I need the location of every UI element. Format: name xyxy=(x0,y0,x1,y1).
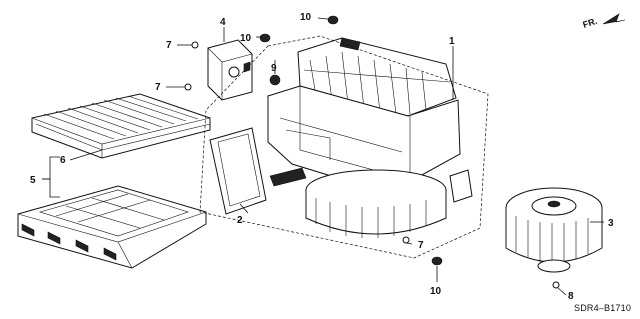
callout-10-left: 10 xyxy=(240,33,252,44)
direction-label: FR. xyxy=(582,16,599,30)
callout-labels: 4 7 7 10 10 9 1 6 5 2 7 10 3 8 xyxy=(30,12,614,302)
callout-6: 6 xyxy=(60,155,66,166)
assembly-boundary xyxy=(199,35,489,259)
blower-motor xyxy=(505,187,603,273)
callout-1: 1 xyxy=(449,36,455,47)
seal-gasket xyxy=(209,127,267,215)
callout-5: 5 xyxy=(30,175,36,186)
callout-8: 8 xyxy=(568,291,574,302)
callout-7-bottom: 7 xyxy=(418,240,424,251)
callout-9: 9 xyxy=(271,63,277,74)
callout-2: 2 xyxy=(237,215,243,226)
callout-10-top: 10 xyxy=(300,12,312,23)
callout-10-bottom: 10 xyxy=(430,286,442,297)
air-filter-element xyxy=(31,93,211,159)
blower-housing-assembly xyxy=(267,37,473,238)
diagram-code: SDR4–B1710 xyxy=(574,303,631,313)
callout-7-top: 7 xyxy=(166,40,172,51)
filter-case xyxy=(17,185,207,269)
control-unit xyxy=(207,39,253,101)
front-direction-indicator: FR. xyxy=(582,13,626,30)
callout-3: 3 xyxy=(608,218,614,229)
leader-lines xyxy=(42,17,604,296)
callout-7-left: 7 xyxy=(155,82,161,93)
direction-arrow-icon xyxy=(602,13,626,25)
callout-4: 4 xyxy=(220,17,226,28)
